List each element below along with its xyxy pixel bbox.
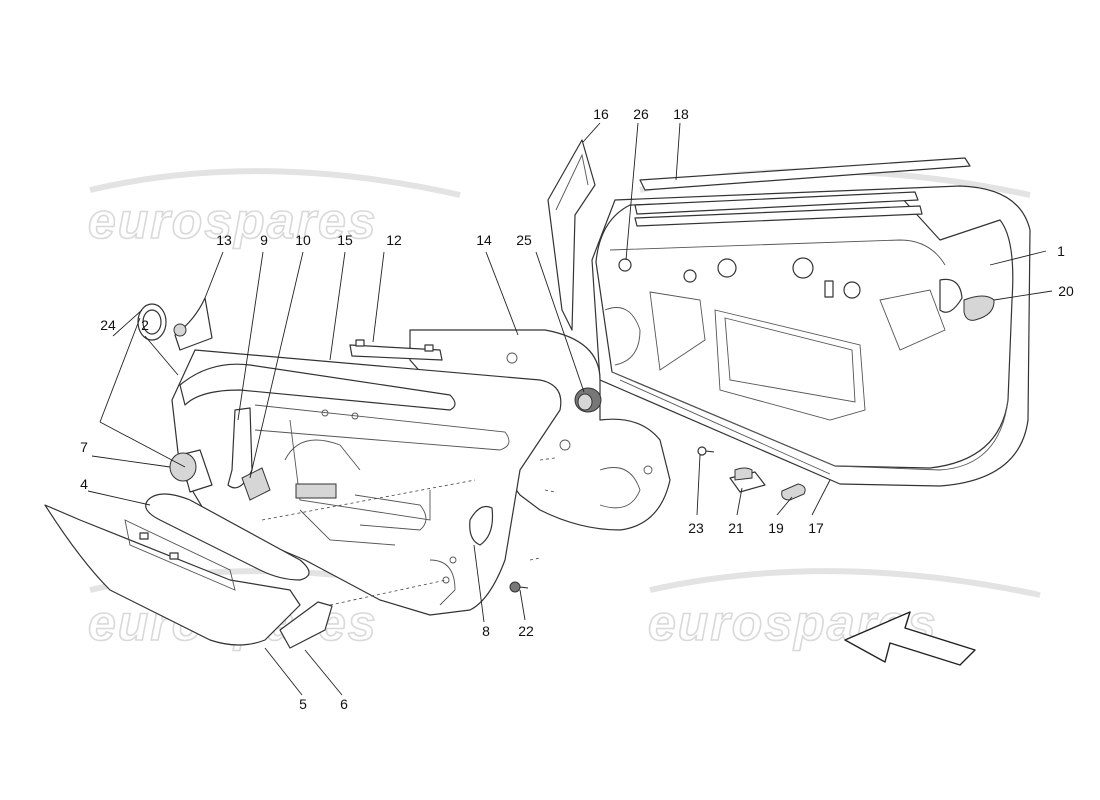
door-structure-1 <box>591 185 1031 487</box>
callout-1: 1 <box>1057 243 1065 259</box>
callout-10: 10 <box>295 232 311 248</box>
door-trim-panel-15 <box>171 349 562 616</box>
callout-19: 19 <box>768 520 784 536</box>
callout-17: 17 <box>808 520 824 536</box>
speaker-ring-25 <box>574 387 602 413</box>
callout-12: 12 <box>386 232 402 248</box>
callout-18: 18 <box>673 106 689 122</box>
bracket-12 <box>349 339 443 361</box>
watermark-text: eurospares <box>88 193 378 249</box>
direction-arrow <box>844 611 976 666</box>
callout-24: 24 <box>100 317 116 333</box>
watermark-bottom-right: eurospares <box>647 568 1041 652</box>
mirror-sail-16 <box>547 139 596 331</box>
leader-lines <box>87 122 1053 696</box>
handle-cover-10 <box>241 467 271 501</box>
callout-15: 15 <box>337 232 353 248</box>
screw-22 <box>509 581 529 593</box>
callout-25: 25 <box>516 232 532 248</box>
callout-5: 5 <box>299 696 307 712</box>
callout-20: 20 <box>1058 283 1074 299</box>
callout-26: 26 <box>633 106 649 122</box>
door-pocket-5 <box>44 504 301 646</box>
callout-23: 23 <box>688 520 704 536</box>
speaker-grille-7 <box>169 449 213 493</box>
callout-21: 21 <box>728 520 744 536</box>
watermark-top-left: eurospares <box>87 168 461 250</box>
callout-16: 16 <box>593 106 609 122</box>
bolt-23 <box>697 446 715 456</box>
callout-7: 7 <box>80 439 88 455</box>
callout-2: 2 <box>141 317 149 333</box>
assembly-lines <box>261 457 556 606</box>
plug-26 <box>618 258 632 272</box>
speaker-gasket-24 <box>137 303 167 341</box>
trim-6 <box>279 601 333 649</box>
callout-13: 13 <box>216 232 232 248</box>
trim-20 <box>963 295 995 321</box>
callout-22: 22 <box>518 623 534 639</box>
callout-6: 6 <box>340 696 348 712</box>
plug-19 <box>781 483 806 501</box>
callout-9: 9 <box>260 232 268 248</box>
tweeter-13 <box>173 297 213 351</box>
bracket-21 <box>729 467 766 493</box>
callout-8: 8 <box>482 623 490 639</box>
armrest-4 <box>145 493 310 581</box>
callout-labels: 1 2 4 5 6 7 8 9 10 12 13 14 15 16 17 18 … <box>80 106 1074 712</box>
callout-4: 4 <box>80 476 88 492</box>
callout-14: 14 <box>476 232 492 248</box>
window-seal-18 <box>634 157 971 227</box>
